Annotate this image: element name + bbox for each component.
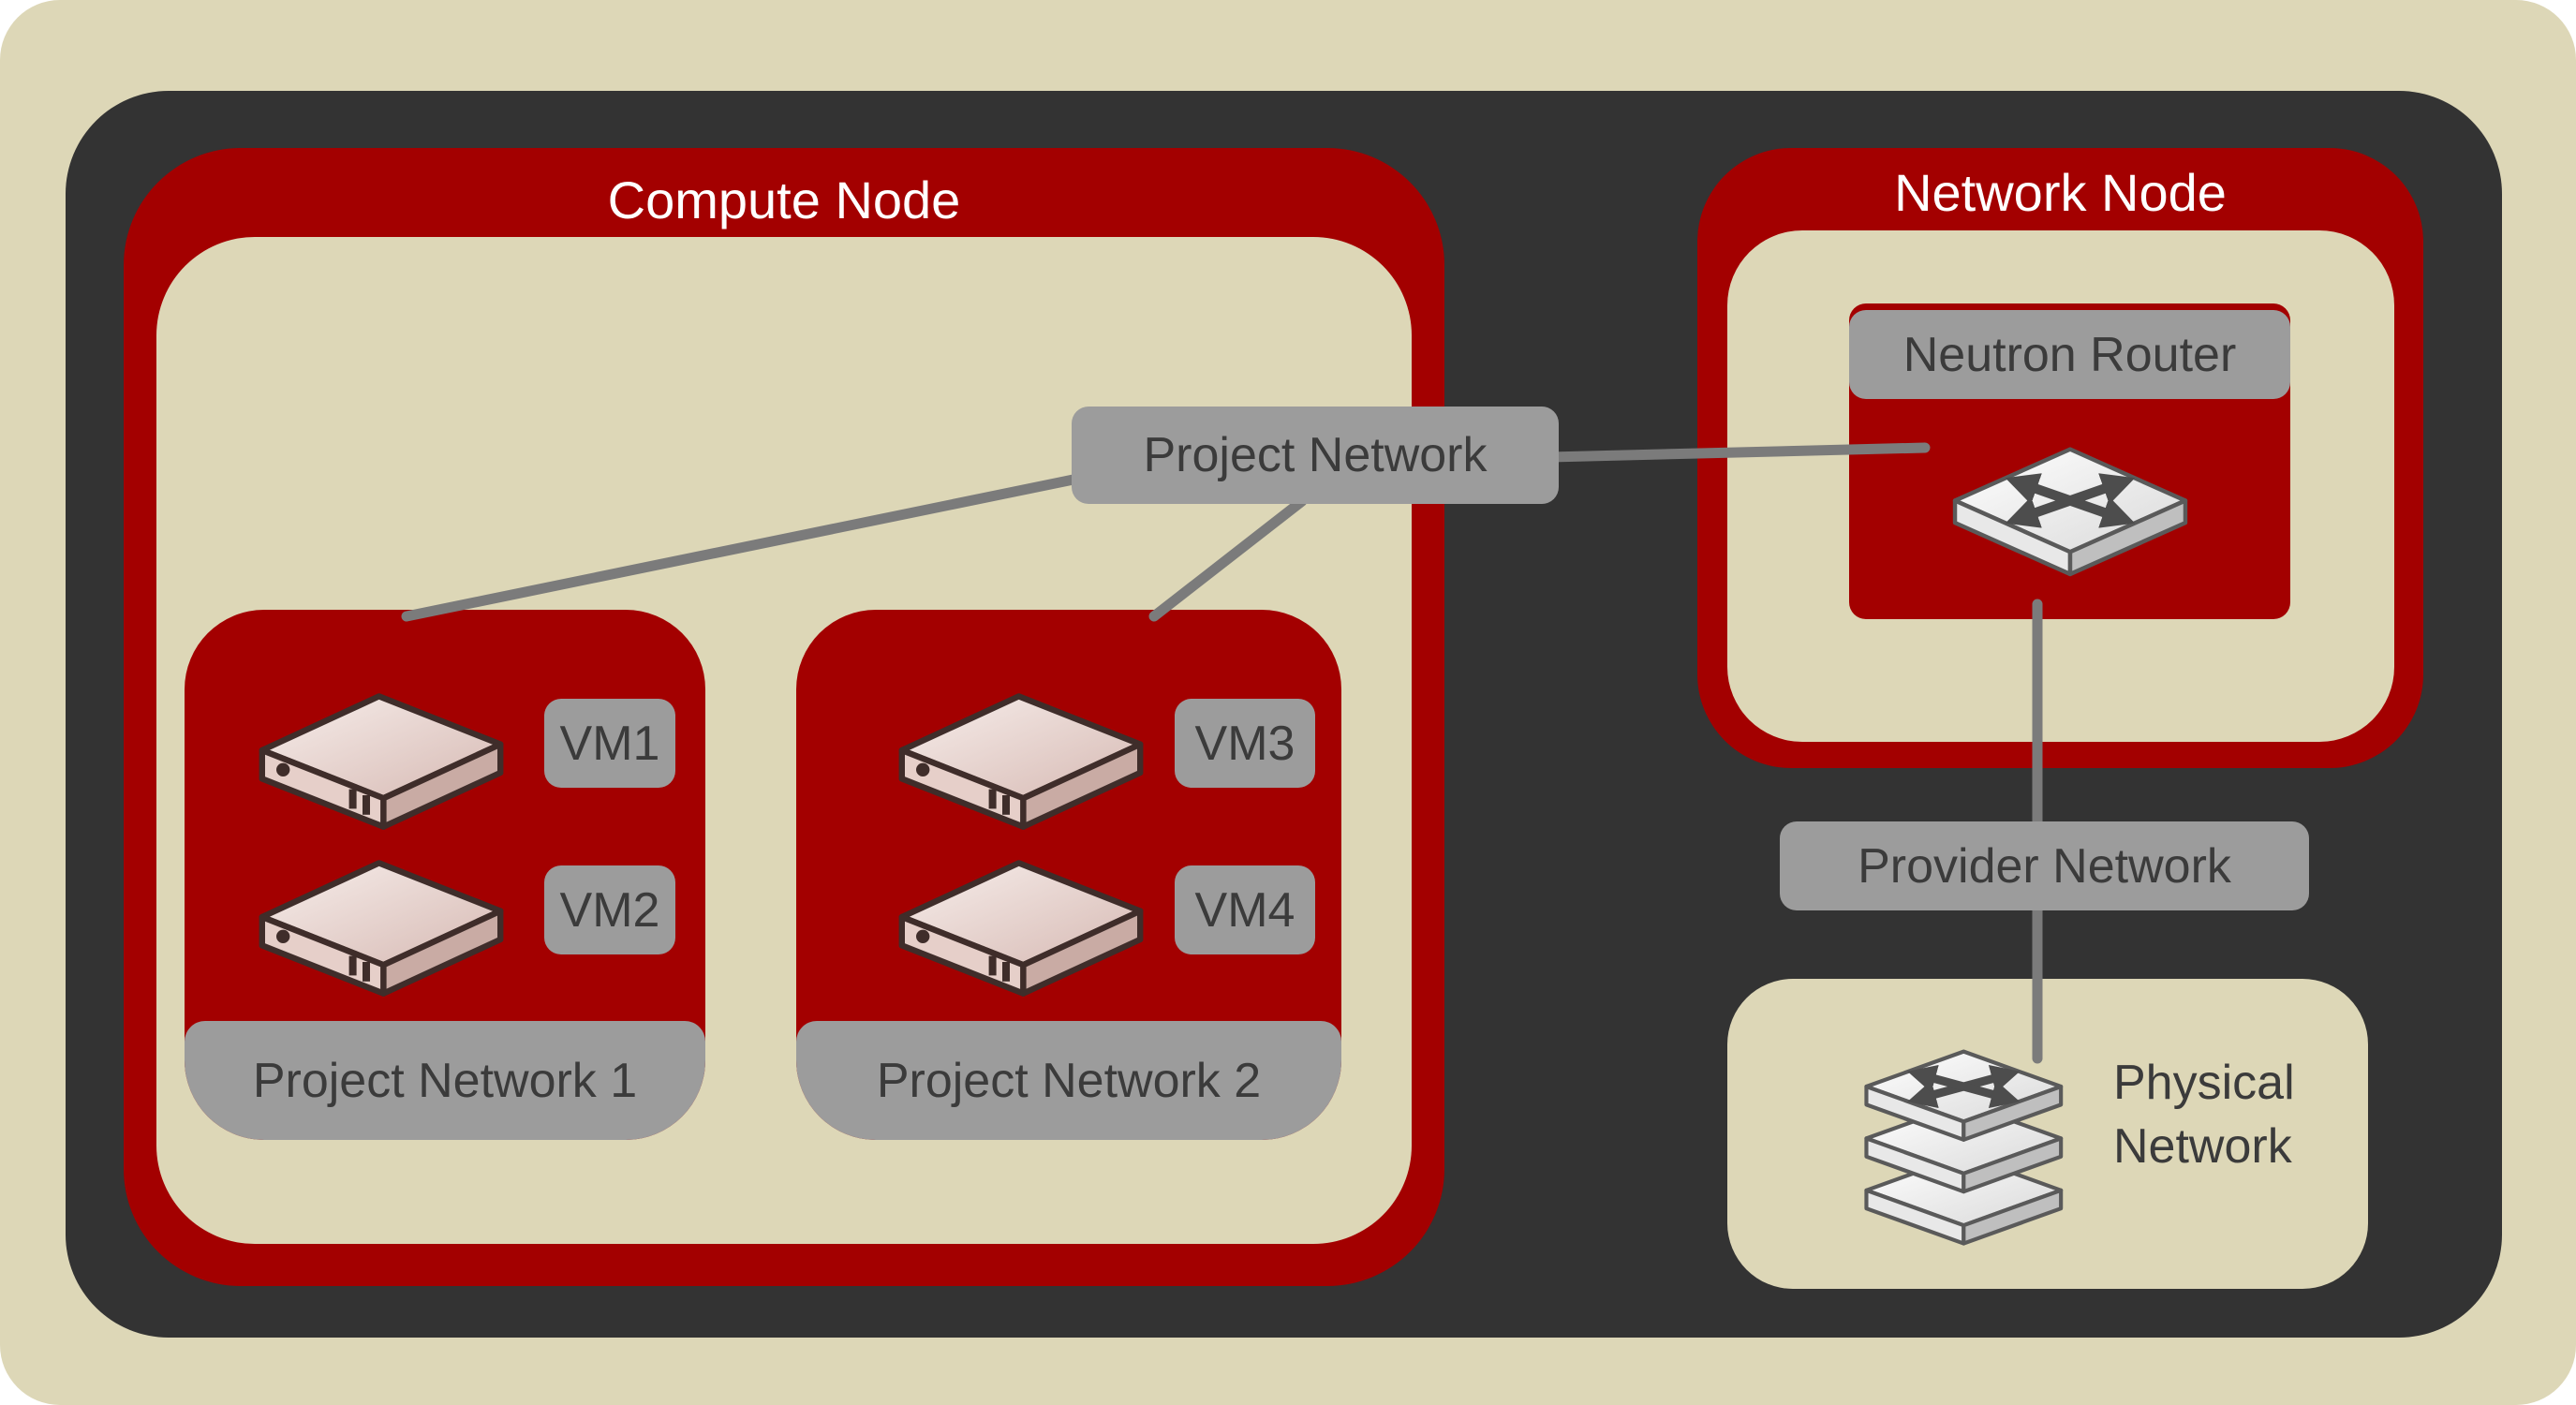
vm1-label: VM1 bbox=[544, 699, 675, 788]
physical-network-label: Physical Network bbox=[2113, 1056, 2295, 1174]
project-network-2-label: Project Network 2 bbox=[796, 1021, 1341, 1140]
physical-network-box: Physical Network bbox=[1727, 979, 2368, 1289]
connector-project-network-to-pn2 bbox=[1148, 495, 1308, 622]
project-network-label: Project Network bbox=[1072, 407, 1559, 504]
vm3-label: VM3 bbox=[1175, 699, 1315, 788]
neutron-router-box: Neutron Router bbox=[1849, 303, 2290, 619]
connector-project-network-to-router bbox=[1545, 442, 1931, 463]
physical-network-stack-icon bbox=[1838, 1002, 2091, 1255]
vm2-label: VM2 bbox=[544, 865, 675, 954]
vm4-label: VM4 bbox=[1175, 865, 1315, 954]
network-node-title: Network Node bbox=[1894, 163, 2227, 222]
project-network-1-box: VM1 VM2 Project Network 1 bbox=[185, 610, 705, 1140]
network-node: Network Node Neutron Router bbox=[1697, 148, 2423, 768]
router-switch-icon bbox=[1938, 422, 2202, 609]
provider-network-label: Provider Network bbox=[1780, 821, 2309, 910]
compute-node-title: Compute Node bbox=[607, 170, 961, 229]
neutron-router-label: Neutron Router bbox=[1849, 310, 2290, 399]
connector-project-network-to-pn1 bbox=[401, 467, 1111, 622]
project-network-2-box: VM3 VM4 Project Network 2 bbox=[796, 610, 1341, 1140]
project-network-1-label: Project Network 1 bbox=[185, 1021, 705, 1140]
compute-node: Compute Node VM1 VM2 Project Network 1 V… bbox=[124, 148, 1444, 1286]
